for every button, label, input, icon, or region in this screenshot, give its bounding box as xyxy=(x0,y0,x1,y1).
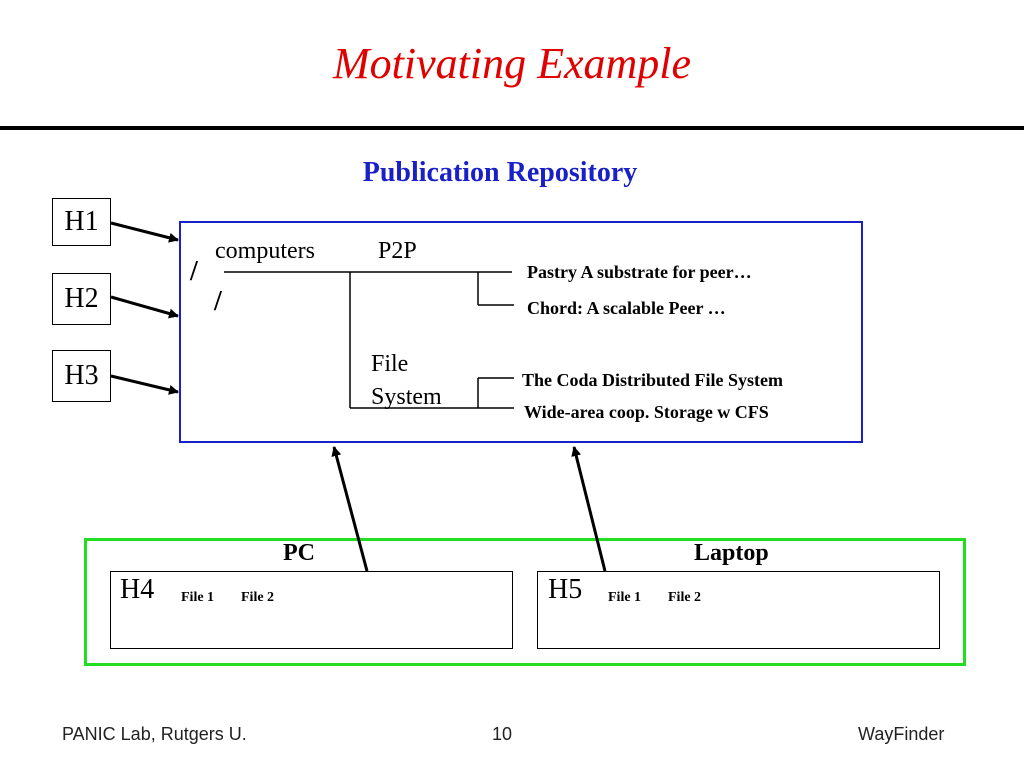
tree-root-slash: / xyxy=(190,256,198,287)
file-system-line2: System xyxy=(371,384,442,410)
title-divider xyxy=(0,126,1024,130)
host-h4-label: H4 xyxy=(120,574,155,605)
repository-title: Publication Repository xyxy=(362,157,638,188)
host-h1-box: H1 xyxy=(52,198,111,246)
host-h2-box: H2 xyxy=(52,273,111,325)
arrow-h3-to-repo xyxy=(110,374,179,395)
repository-box xyxy=(179,221,863,443)
arrow-h2-to-repo xyxy=(110,295,179,319)
paper-coda: The Coda Distributed File System xyxy=(522,370,783,390)
slide-title: Motivating Example xyxy=(332,39,691,88)
tree-node-computers: computers xyxy=(215,238,315,264)
h4-file2: File 2 xyxy=(241,590,275,605)
footer-project: WayFinder xyxy=(858,724,945,744)
devices-box xyxy=(84,538,966,666)
pc-label: PC xyxy=(283,540,315,566)
arrow-h1-to-repo xyxy=(110,221,179,243)
tree-second-slash: / xyxy=(214,286,222,317)
host-h5-label: H5 xyxy=(548,574,583,605)
h5-file2: File 2 xyxy=(668,590,702,605)
paper-pastry: Pastry A substrate for peer… xyxy=(527,262,752,282)
laptop-label: Laptop xyxy=(694,540,769,566)
arrow-laptop-to-repo xyxy=(571,446,607,572)
h4-file1: File 1 xyxy=(181,590,215,605)
arrow-pc-to-repo xyxy=(331,446,369,572)
h5-file1: File 1 xyxy=(608,590,642,605)
page-number: 10 xyxy=(492,724,513,744)
file-system-line1: File xyxy=(371,351,409,377)
tree-node-p2p: P2P xyxy=(378,238,417,264)
footer-lab: PANIC Lab, Rutgers U. xyxy=(62,724,247,744)
laptop-host-box xyxy=(537,571,940,649)
paper-cfs: Wide-area coop. Storage w CFS xyxy=(524,402,769,422)
pc-host-box xyxy=(110,571,513,649)
tree-node-file-system: File System xyxy=(371,348,442,414)
host-h3-box: H3 xyxy=(52,350,111,402)
paper-chord: Chord: A scalable Peer … xyxy=(527,298,726,318)
